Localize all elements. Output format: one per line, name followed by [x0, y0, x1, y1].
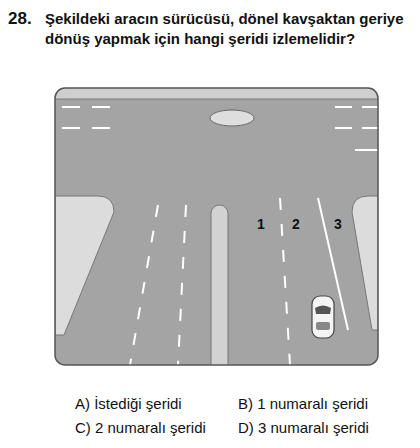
question-text: Şekildeki aracın sürücüsü, dönel kavşakt… [45, 9, 413, 49]
question-number: 28. [8, 8, 44, 29]
answer-option: C) 2 numaralı şeridi [75, 418, 235, 437]
lane-number: 1 [257, 215, 265, 233]
lane-number: 3 [334, 215, 342, 233]
lane-number: 2 [292, 215, 300, 233]
answer-option: A) İstediği şeridi [75, 394, 235, 413]
answer-option: D) 3 numaralı şeridi [238, 418, 416, 437]
answer-option: B) 1 numaralı şeridi [238, 394, 416, 413]
